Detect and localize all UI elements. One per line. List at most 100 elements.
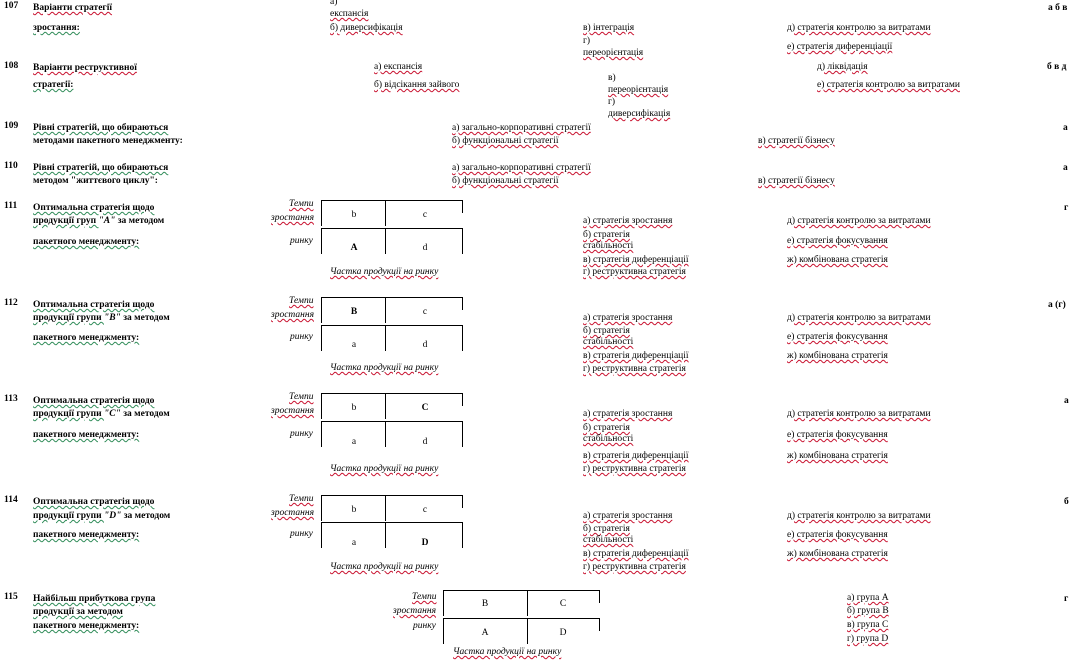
option-a: а) стратегія зростання — [583, 511, 673, 521]
matrix-cell: D — [559, 628, 567, 638]
option-d: д) стратегія контролю за витратами — [787, 409, 931, 419]
option-v: переорієнтація — [608, 85, 669, 95]
answer: а — [1063, 123, 1068, 133]
matrix-axis-label: зростання — [393, 606, 436, 616]
option-zh: ж) комбінована стратегія — [787, 255, 888, 265]
question-number: 107 — [4, 1, 19, 11]
option-d: д) ліквідація — [817, 62, 868, 72]
question-title: пакетного менеджменту: — [33, 621, 140, 631]
question-number: 113 — [4, 394, 18, 404]
matrix-axis-label: Темпи — [412, 592, 437, 602]
matrix-cell: d — [422, 437, 428, 447]
question-title: пакетного менеджменту: — [33, 237, 140, 247]
matrix-cell: c — [422, 505, 428, 515]
option-b: б) диверсифікація — [330, 23, 403, 33]
answer: а (г) — [1048, 300, 1066, 310]
question-number: 108 — [4, 61, 19, 71]
question-title: методами пакетного менеджменту: — [33, 136, 183, 146]
question-title: продукції групи "D" за методом — [33, 511, 171, 521]
question-title: продукції групи "С" за методом — [33, 409, 170, 419]
option-e: е) стратегія контролю за витратами — [817, 80, 960, 90]
option-b: б) стратегія — [583, 423, 630, 433]
option-a: а) стратегія зростання — [583, 216, 673, 226]
option-d: д) стратегія контролю за витратами — [787, 511, 931, 521]
option-zh: ж) комбінована стратегія — [787, 549, 888, 559]
answer: г — [1064, 594, 1069, 604]
matrix-axis-label: Частка продукції на ринку — [330, 562, 439, 572]
question-number: 115 — [4, 592, 18, 602]
question-title: Оптимальна стратегія щодо — [33, 203, 155, 213]
matrix-axis-label: зростання — [271, 406, 314, 416]
question-number: 111 — [4, 201, 18, 211]
option-g: г) реструктивна стратегія — [583, 464, 686, 474]
answer: г — [1064, 203, 1069, 213]
question-title: продукції групи "В" за методом — [33, 313, 170, 323]
matrix-cell: b — [351, 210, 357, 220]
option-e: е) стратегія фокусування — [787, 236, 888, 246]
option-e: е) стратегія диференціації — [787, 42, 893, 52]
matrix-cell: B — [350, 307, 358, 317]
option-a: а) стратегія зростання — [583, 313, 673, 323]
matrix-axis-label: Частка продукції на ринку — [330, 267, 439, 277]
option-b: стабільності — [583, 434, 634, 444]
matrix-axis-label: зростання — [271, 508, 314, 518]
matrix-axis-label: ринку — [413, 621, 436, 631]
question-title: пакетного менеджменту: — [33, 333, 140, 343]
option-d: д) стратегія контролю за витратами — [787, 216, 931, 226]
option-b: б) стратегія — [583, 230, 630, 240]
answer: а б в — [1048, 3, 1068, 13]
matrix-axis-label: ринку — [290, 332, 313, 342]
matrix-cell: a — [351, 437, 357, 447]
option-d: д) стратегія контролю за витратами — [787, 313, 931, 323]
matrix-cell: b — [351, 403, 357, 413]
option-b: стабільності — [583, 337, 634, 347]
option-zh: ж) комбінована стратегія — [787, 351, 888, 361]
answer: б в д — [1047, 62, 1067, 72]
option-v: в) — [608, 73, 616, 83]
option-a: а) загально-корпоративні стратегії — [452, 123, 591, 133]
matrix-cell: a — [351, 538, 357, 548]
question-title: Рівні стратегій, що обираються — [33, 163, 169, 173]
question-number: 110 — [4, 161, 18, 171]
option-g: переорієнтація — [583, 48, 644, 58]
option-a: а) група А — [847, 593, 889, 603]
option-g: диверсифікація — [608, 109, 671, 119]
answer: а — [1063, 163, 1068, 173]
option-g: г) реструктивна стратегія — [583, 364, 686, 374]
question-title: зростання: — [33, 23, 80, 33]
matrix-axis-label: Частка продукції на ринку — [330, 464, 439, 474]
matrix-cell: C — [559, 599, 567, 609]
option-a: а) загально-корпоративні стратегії — [452, 163, 591, 173]
option-d: д) стратегія контролю за витратами — [787, 23, 931, 33]
option-g: г) група D — [847, 634, 889, 644]
option-v: в) стратегії бізнесу — [758, 136, 835, 146]
matrix-axis-label: зростання — [271, 213, 314, 223]
question-title: продукції за методом — [33, 607, 123, 617]
option-b: б) стратегія — [583, 326, 630, 336]
option-a: а) стратегія зростання — [583, 409, 673, 419]
answer: б — [1064, 497, 1069, 507]
question-title: пакетного менеджменту: — [33, 530, 140, 540]
option-g: г) — [583, 36, 591, 46]
matrix-cell: b — [351, 505, 357, 515]
matrix-axis-label: Частка продукції на ринку — [453, 647, 562, 657]
question-number: 114 — [4, 495, 18, 505]
question-title: стратегії: — [33, 80, 74, 90]
option-zh: ж) комбінована стратегія — [787, 451, 888, 461]
matrix-axis-label: Темпи — [289, 392, 314, 402]
option-b: б) функціональні стратегії — [452, 176, 559, 186]
matrix-cell: C — [421, 403, 429, 413]
option-v: в) група С — [847, 620, 889, 630]
matrix-cell: D — [421, 538, 429, 548]
option-g: г) — [608, 97, 616, 107]
option-v: в) інтеграція — [583, 23, 635, 33]
matrix-axis-label: Темпи — [289, 494, 314, 504]
option-g: г) реструктивна стратегія — [583, 267, 686, 277]
question-title: Найбільш прибуткова група — [33, 594, 156, 604]
matrix-cell: c — [422, 210, 428, 220]
matrix-axis-label: ринку — [290, 236, 313, 246]
option-g: г) реструктивна стратегія — [583, 562, 686, 572]
matrix-axis-label: Частка продукції на ринку — [330, 363, 439, 373]
matrix-axis-label: зростання — [271, 310, 314, 320]
question-title: Варіанти стратегії — [33, 3, 113, 13]
